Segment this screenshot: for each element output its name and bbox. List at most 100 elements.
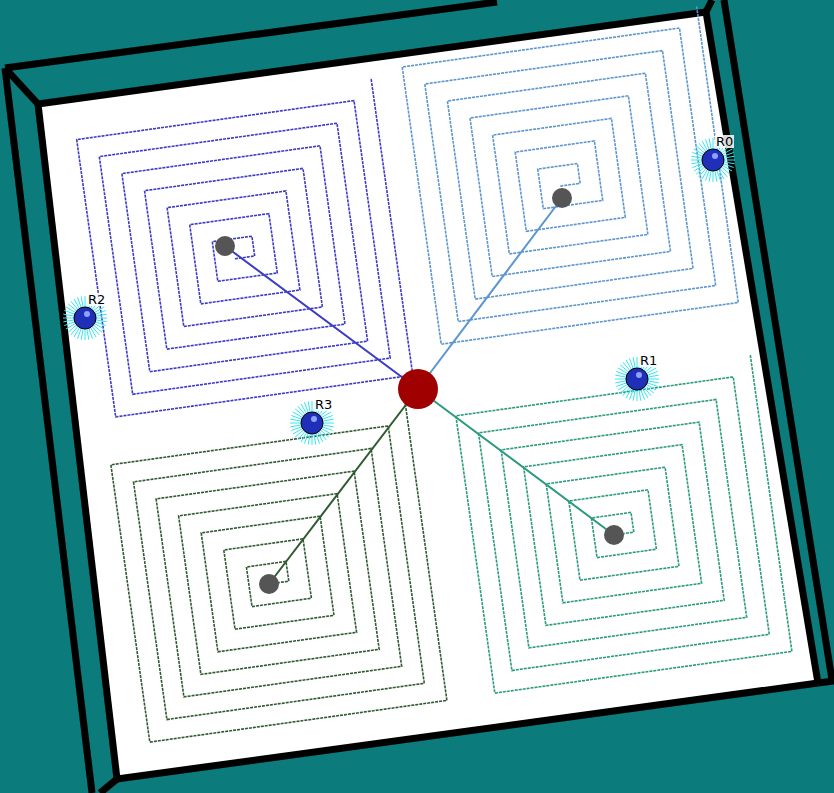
sensor-ray: [633, 357, 635, 368]
sensor-ray: [620, 365, 628, 372]
sensor-ray: [691, 156, 702, 158]
waypoint-dot: [259, 574, 279, 594]
sensor-ray: [85, 296, 86, 307]
sensor-ray: [81, 296, 83, 307]
sensor-ray: [298, 406, 305, 414]
sensor-ray: [71, 301, 78, 309]
sensor-ray: [694, 149, 704, 155]
waypoint-dot: [604, 525, 624, 545]
sensor-ray: [696, 146, 704, 153]
sensor-ray: [724, 156, 735, 158]
sensor-ray: [713, 171, 714, 182]
robot-body: [702, 149, 724, 171]
sensor-ray: [715, 171, 717, 182]
sensor-ray: [647, 385, 657, 391]
sensor-ray: [713, 138, 714, 149]
sensor-ray: [724, 162, 735, 164]
sensor-ray: [66, 307, 76, 313]
return-line: [225, 246, 418, 389]
return-paths: [215, 188, 624, 594]
sensor-ray: [304, 402, 308, 412]
return-line: [269, 389, 418, 584]
sensor-ray: [699, 168, 706, 176]
sensor-ray: [637, 357, 638, 368]
sensor-ray: [298, 431, 305, 439]
sensor-ray: [618, 368, 628, 374]
robot-highlight: [636, 372, 642, 378]
sensor-ray: [312, 401, 313, 412]
sensor-ray: [63, 320, 74, 322]
return-line: [418, 389, 614, 535]
sensor-ray: [691, 160, 702, 161]
arena-base: [5, 0, 834, 793]
sensor-ray: [615, 379, 626, 380]
robot-body: [626, 368, 648, 390]
robot-label: R2: [87, 293, 106, 306]
sensor-ray: [291, 427, 301, 431]
sensor-ray: [63, 314, 74, 316]
sensor-ray: [71, 326, 78, 334]
robot-highlight: [712, 153, 718, 159]
return-line: [418, 198, 562, 389]
sensor-ray: [319, 431, 326, 439]
sensor-ray: [68, 304, 76, 311]
robot-label: R1: [639, 354, 658, 367]
waypoint-dot: [552, 188, 572, 208]
robot-label: R3: [314, 398, 333, 411]
sensor-ray: [637, 390, 638, 401]
sensor-ray: [644, 387, 651, 395]
sensor-ray: [312, 434, 313, 445]
sensor-ray: [308, 401, 310, 412]
spiral-path: [402, 5, 738, 344]
sensor-ray: [323, 425, 334, 427]
sensor-ray: [629, 358, 633, 368]
sensor-ray: [85, 329, 86, 340]
robot-highlight: [84, 311, 90, 317]
sensor-ray: [620, 386, 628, 393]
sensor-ray: [295, 409, 303, 416]
sensor-ray: [699, 143, 706, 151]
sensor-ray: [616, 383, 626, 387]
sensor-ray: [63, 318, 74, 319]
sensor-ray: [308, 434, 310, 445]
sensor-ray: [293, 412, 303, 418]
sensor-ray: [95, 310, 105, 314]
sensor-ray: [709, 138, 711, 149]
sensor-ray: [717, 170, 721, 180]
robot-highlight: [311, 416, 317, 422]
sensor-ray: [696, 167, 704, 174]
sensor-ray: [705, 139, 709, 149]
spiral-path: [111, 403, 447, 742]
sensor-ray: [641, 389, 645, 399]
sensor-ray: [68, 325, 76, 332]
sensor-ray: [709, 171, 711, 182]
sensor-ray: [723, 166, 733, 172]
sensor-ray: [295, 430, 303, 437]
sensor-ray: [81, 329, 83, 340]
home-base: [398, 369, 438, 409]
sensor-ray: [639, 390, 641, 401]
sensor-ray: [290, 423, 301, 424]
sensor-ray: [316, 433, 320, 443]
sensor-ray: [301, 433, 307, 443]
sensor-ray: [290, 419, 301, 421]
arena-walls: [5, 0, 834, 793]
spiral-path: [77, 78, 413, 417]
sensor-ray: [633, 390, 635, 401]
sensor-ray: [322, 429, 332, 435]
sensor-ray: [74, 328, 80, 338]
robots: [63, 138, 735, 445]
sensor-ray: [692, 164, 702, 168]
sensor-ray: [290, 425, 301, 427]
robot-body: [74, 307, 96, 329]
sensor-ray: [615, 375, 626, 377]
sensor-ray: [87, 329, 89, 340]
robot-label: R0: [715, 135, 734, 148]
sensor-ray: [645, 386, 653, 393]
sensor-ray: [92, 326, 99, 334]
sensor-ray: [648, 381, 659, 383]
sensor-ray: [322, 415, 332, 419]
sensor-ray: [314, 434, 316, 445]
sensor-ray: [623, 362, 630, 370]
spiral-path: [456, 354, 792, 693]
